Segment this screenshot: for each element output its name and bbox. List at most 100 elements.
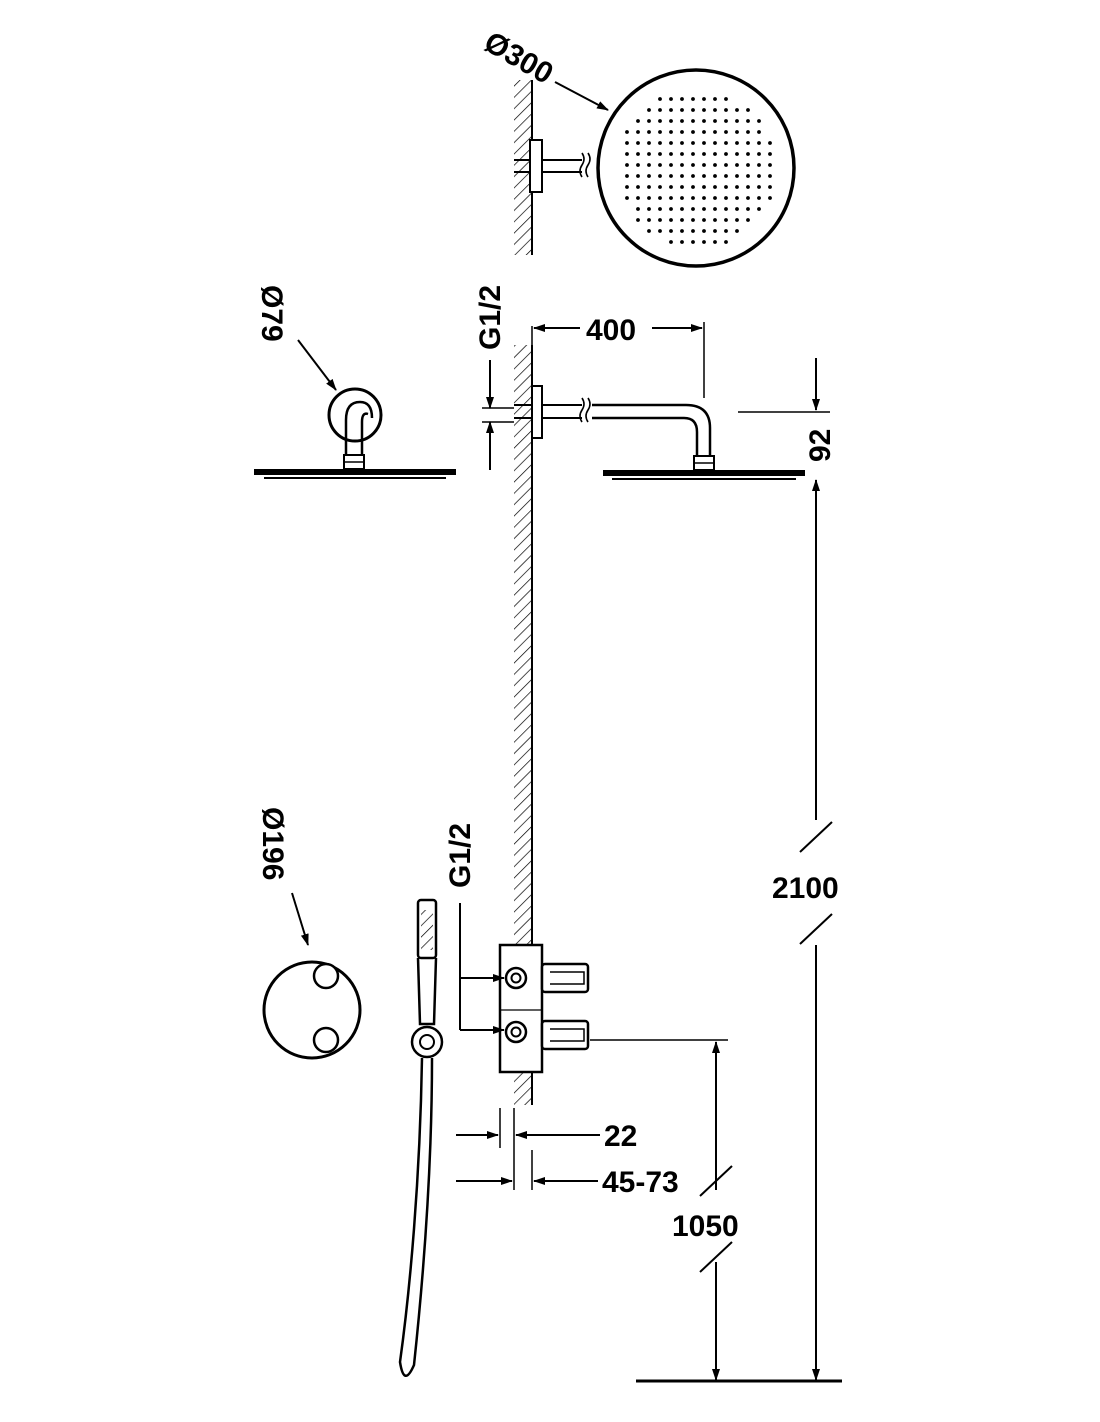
nozzle-dot — [636, 119, 640, 123]
nozzle-dot — [669, 97, 673, 101]
nozzle-dot — [724, 207, 728, 211]
nozzle-dot — [702, 229, 706, 233]
diameter-196-callout: Ø196 — [256, 807, 309, 946]
nozzle-dot — [647, 130, 651, 134]
nozzle-dot — [691, 152, 695, 156]
valve-height-dimension: 1050 — [590, 1039, 739, 1381]
nozzle-dot — [625, 185, 629, 189]
nozzle-dot — [746, 152, 750, 156]
wall-offset-label: 22 — [604, 1120, 637, 1153]
nozzle-dot — [713, 218, 717, 222]
nozzle-dot — [757, 185, 761, 189]
thermostatic-valve-side-view — [498, 943, 590, 1074]
upper-thread-dimension: G1/2 — [474, 285, 514, 470]
nozzle-dot — [691, 174, 695, 178]
nozzle-dot — [680, 240, 684, 244]
nozzle-dot — [702, 97, 706, 101]
arm-flange-diameter-label: Ø79 — [255, 285, 288, 342]
diameter-79-callout: Ø79 — [255, 285, 337, 391]
nozzle-dot — [713, 130, 717, 134]
nozzle-dot — [658, 185, 662, 189]
nozzle-dot — [724, 218, 728, 222]
nozzle-dot — [746, 163, 750, 167]
nozzle-dot — [702, 240, 706, 244]
nozzle-dot — [636, 174, 640, 178]
nozzle-dot — [768, 174, 772, 178]
nozzle-dot — [746, 218, 750, 222]
nozzle-dot — [746, 174, 750, 178]
nozzle-dot — [735, 196, 739, 200]
nozzle-dot — [691, 185, 695, 189]
wall-offset-dimensions: 22 45-73 — [456, 1108, 679, 1199]
nozzle-dot — [746, 185, 750, 189]
nozzle-dot — [636, 163, 640, 167]
nozzle-dot — [647, 141, 651, 145]
nozzle-dot — [669, 130, 673, 134]
nozzle-dot — [713, 185, 717, 189]
arm-length-label: 400 — [586, 314, 636, 347]
nozzle-dot — [658, 218, 662, 222]
nozzle-dot — [691, 141, 695, 145]
nozzle-dot — [713, 119, 717, 123]
nozzle-dot — [669, 152, 673, 156]
nozzle-dot — [647, 218, 651, 222]
nozzle-dot — [691, 218, 695, 222]
arm-drop-label: 92 — [804, 429, 837, 462]
nozzle-dot — [625, 196, 629, 200]
nozzle-dot — [735, 174, 739, 178]
arm-drop-dimension: 92 — [738, 358, 837, 462]
valve-height-label: 1050 — [672, 1210, 739, 1243]
nozzle-dot — [724, 152, 728, 156]
nozzle-dot — [702, 185, 706, 189]
valve-depth-label: 45-73 — [602, 1166, 679, 1199]
nozzle-dot — [735, 163, 739, 167]
valve-thread-label: G1/2 — [444, 823, 477, 888]
nozzle-dot — [680, 108, 684, 112]
nozzle-dot — [669, 240, 673, 244]
nozzle-dot — [757, 130, 761, 134]
top-arm-bracket — [514, 139, 591, 193]
valve-plate-diameter-label: Ø196 — [256, 807, 289, 880]
hand-shower — [398, 898, 444, 1377]
nozzle-dot — [757, 141, 761, 145]
nozzle-dot — [647, 152, 651, 156]
nozzle-dot — [735, 108, 739, 112]
nozzle-dot — [713, 108, 717, 112]
nozzle-dot — [647, 108, 651, 112]
nozzle-dot — [713, 207, 717, 211]
nozzle-dot — [724, 119, 728, 123]
nozzle-dot — [735, 185, 739, 189]
nozzle-dot — [768, 152, 772, 156]
nozzle-dot — [702, 218, 706, 222]
nozzle-dot — [702, 152, 706, 156]
shower-arm-side-view — [514, 385, 805, 480]
nozzle-dot — [658, 130, 662, 134]
nozzle-dot — [746, 207, 750, 211]
nozzle-dot — [691, 207, 695, 211]
nozzle-dot — [669, 185, 673, 189]
upper-thread-label: G1/2 — [474, 285, 507, 350]
nozzle-dot — [691, 130, 695, 134]
nozzle-dot — [636, 196, 640, 200]
nozzle-dot — [647, 229, 651, 233]
nozzle-dot — [680, 207, 684, 211]
shower-head-front-view — [596, 68, 796, 268]
nozzle-dot — [669, 119, 673, 123]
nozzle-dot — [680, 119, 684, 123]
nozzle-dot — [658, 207, 662, 211]
nozzle-dot — [724, 163, 728, 167]
nozzle-dot — [647, 163, 651, 167]
arm-length-dimension: 400 — [531, 314, 705, 398]
diameter-300-callout: Ø300 — [479, 25, 609, 111]
nozzle-dot — [658, 97, 662, 101]
nozzle-dot — [636, 141, 640, 145]
nozzle-dot — [702, 174, 706, 178]
nozzle-dot — [702, 130, 706, 134]
nozzle-dot — [691, 119, 695, 123]
nozzle-dot — [713, 196, 717, 200]
nozzle-dot — [691, 229, 695, 233]
nozzle-dot — [636, 207, 640, 211]
nozzle-dot — [625, 174, 629, 178]
nozzle-dot — [746, 119, 750, 123]
nozzle-dot — [680, 218, 684, 222]
